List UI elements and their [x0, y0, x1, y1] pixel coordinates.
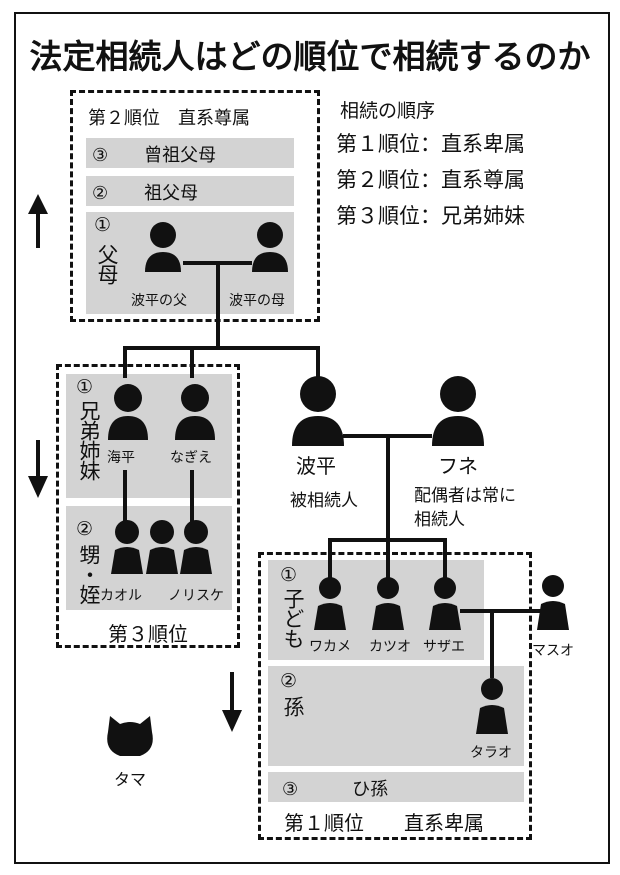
- person-icon-kaoru: [111, 520, 143, 574]
- rank3-footer: 第３順位: [108, 622, 188, 646]
- person-icon-sazae: [429, 577, 461, 630]
- label-spouse-note: 配偶者は常に 相続人: [414, 486, 516, 530]
- legend-item-2: 第２順位：直系尊属: [336, 168, 525, 192]
- band-children-number: ①: [280, 564, 298, 586]
- person-icon-fune: [432, 376, 484, 446]
- rank2-box: [70, 90, 320, 322]
- band-grandparents-label: ② 祖父母: [92, 183, 199, 204]
- band-nephews-label: 甥・姪: [77, 544, 101, 604]
- label-tama: タマ: [114, 770, 147, 789]
- label-namihei-father: 波平の父: [131, 293, 187, 309]
- band-children-label: 子ども: [281, 588, 305, 648]
- legend-item-3: 第３順位：兄弟姉妹: [336, 204, 525, 228]
- label-fune: フネ: [438, 454, 478, 478]
- person-icon-nagie: [175, 384, 215, 440]
- label-deceased: 被相続人: [290, 491, 358, 511]
- band-grandparents: [86, 176, 294, 206]
- band-parents-number: ①: [94, 214, 112, 236]
- label-norisuke: ノリスケ: [168, 588, 224, 604]
- person-icon-mother: [252, 222, 288, 272]
- band-great-grandchildren-label: ③ ひ孫: [282, 779, 389, 800]
- label-nagie: なぎえ: [170, 450, 212, 466]
- cat-icon-tama: [107, 716, 153, 756]
- band-parents-label: 父母: [95, 244, 119, 284]
- band-siblings-label: 兄弟姉妹: [77, 400, 101, 480]
- person-icon-kaihei: [108, 384, 148, 440]
- arrow-down-icon-bottom: [222, 672, 242, 732]
- label-masuo: マスオ: [532, 643, 574, 659]
- arrow-down-icon-left: [28, 440, 48, 498]
- label-sazae: サザエ: [423, 639, 465, 655]
- rank1-footer: 第１順位 直系卑属: [284, 811, 484, 835]
- arrow-up-icon: [28, 194, 48, 248]
- legend-item-1: 第１順位：直系卑属: [336, 132, 525, 156]
- label-kaihei: 海平: [107, 450, 135, 466]
- person-icon-norisuke: [180, 520, 212, 574]
- label-namihei-mother: 波平の母: [229, 293, 285, 309]
- label-tarao: タラオ: [470, 745, 512, 761]
- rank1-box: [258, 552, 532, 840]
- rank2-heading: 第２順位 直系尊属: [88, 108, 250, 129]
- person-icon-nephew-middle: [146, 520, 178, 574]
- label-wakame: ワカメ: [309, 639, 351, 655]
- person-icon-katsuo: [372, 577, 404, 630]
- band-grandchildren-label: 孫: [281, 696, 305, 716]
- legend-heading: 相続の順序: [340, 100, 436, 122]
- label-namihei: 波平: [296, 454, 336, 478]
- band-great-grandparents-label: ③ 曾祖父母: [92, 145, 217, 166]
- diagram-title: 法定相続人はどの順位で相続するのか: [29, 37, 591, 76]
- band-siblings-number: ①: [76, 376, 94, 398]
- diagram-frame: [14, 12, 610, 864]
- person-icon-father: [145, 222, 181, 272]
- person-icon-tarao: [476, 678, 508, 734]
- band-nephews-number: ②: [76, 518, 94, 540]
- label-katsuo: カツオ: [369, 639, 411, 655]
- person-icon-namihei: [292, 376, 344, 446]
- band-great-grandchildren: [268, 772, 524, 802]
- person-icon-masuo: [537, 575, 569, 630]
- label-kaoru: カオル: [100, 588, 142, 604]
- person-icon-wakame: [314, 577, 346, 630]
- band-grandchildren-number: ②: [280, 670, 298, 692]
- band-great-grandparents: [86, 138, 294, 168]
- rank3-box: [56, 364, 240, 648]
